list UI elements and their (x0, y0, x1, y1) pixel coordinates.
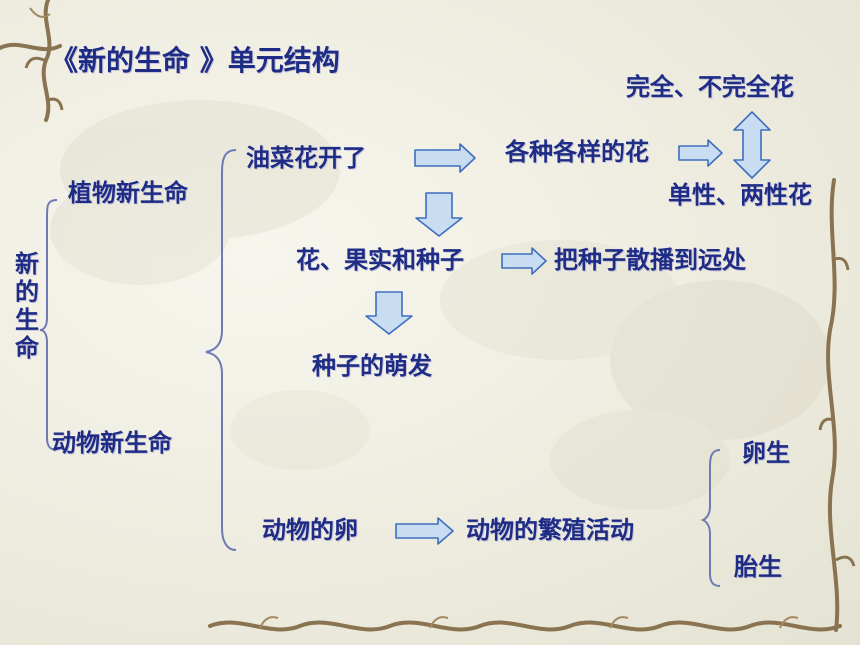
germinate-node: 种子的萌发 (312, 352, 432, 380)
plant-branch: 植物新生命 (68, 179, 188, 207)
sex-flower-node: 单性、两性花 (668, 181, 812, 209)
fruit-node: 花、果实和种子 (296, 246, 464, 274)
varieties-node: 各种各样的花 (505, 138, 649, 166)
rapeseed-node: 油菜花开了 (246, 144, 366, 172)
root-node: 新的生命 (15, 250, 39, 362)
egg-node: 动物的卵 (262, 516, 358, 544)
page-title: 《新的生命 》单元结构 (50, 44, 340, 77)
oviparous-node: 卵生 (742, 439, 790, 467)
animal-branch: 动物新生命 (52, 429, 172, 457)
disperse-node: 把种子散播到远处 (554, 246, 746, 274)
reproduce-node: 动物的繁殖活动 (466, 516, 634, 544)
complete-flower-node: 完全、不完全花 (626, 73, 794, 101)
viviparous-node: 胎生 (734, 553, 782, 581)
